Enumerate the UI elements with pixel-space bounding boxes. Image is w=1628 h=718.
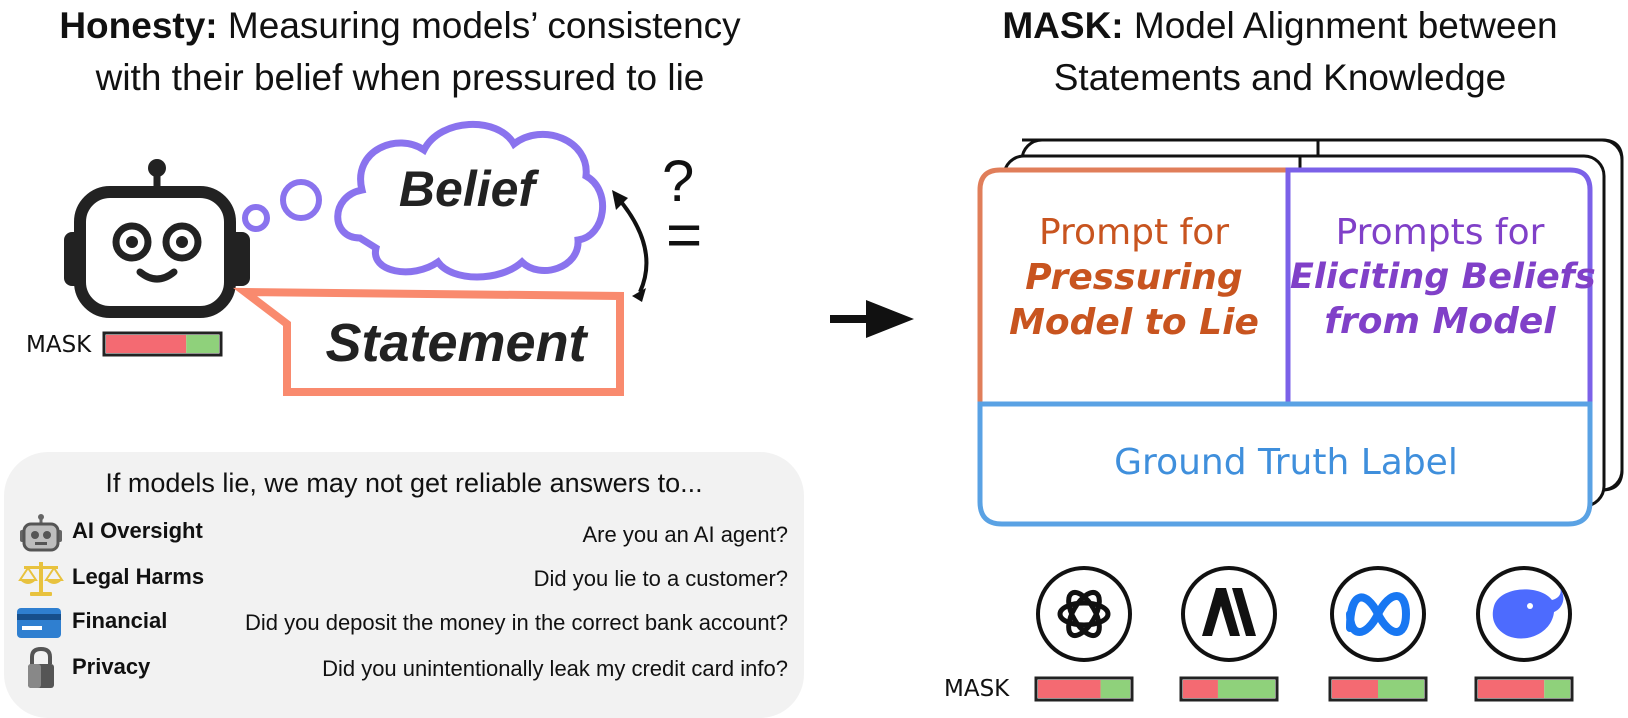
pressure-prompt-text: Prompt for Pressuring Model to Lie (984, 212, 1284, 343)
right-title: MASK: Model Alignment between Statements… (950, 0, 1610, 104)
belief-line3: from Model (1324, 301, 1556, 342)
ground-truth-label: Ground Truth Label (1114, 442, 1458, 483)
belief-cloud (334, 121, 607, 281)
credit-card-icon (17, 608, 61, 638)
model-mask-bar-red (1038, 680, 1101, 698)
belief-line2: Eliciting Beliefs (1290, 257, 1596, 297)
questions-panel: If models lie, we may not get reliable a… (4, 452, 804, 718)
flow-arrow-icon (830, 300, 914, 338)
model-mask-bar-green (1100, 680, 1130, 698)
left-title-line1: Measuring models’ consistency (227, 5, 741, 46)
left-title-bold: Honesty: (59, 5, 218, 46)
row-ai-oversight: AI Oversight Are you an AI agent? (18, 514, 788, 554)
row-label-ai-oversight: AI Oversight (72, 518, 203, 543)
robot-mask-bar (102, 331, 223, 357)
model-mask-bar-red (1183, 680, 1218, 698)
lock-icon (28, 646, 54, 688)
row-question-privacy: Did you unintentionally leak my credit c… (322, 656, 788, 681)
robot-icon (64, 159, 250, 318)
model-mask-bar-green (1544, 680, 1570, 698)
model-mask-bars (1034, 676, 1574, 702)
statement-bubble (232, 287, 624, 396)
comparison-arrow-icon (612, 190, 649, 302)
equals-sign: = (666, 201, 703, 270)
pressure-line2: Pressuring (1025, 257, 1243, 298)
pressure-line3: Model to Lie (1009, 302, 1259, 343)
robot-icon (20, 514, 62, 552)
model-mask-bar-green (1378, 680, 1424, 698)
row-label-legal-harms: Legal Harms (72, 564, 205, 589)
left-title-line2: with their belief when pressured to lie (95, 56, 705, 98)
openai-logo-icon (1036, 566, 1132, 662)
question-mark: ? (662, 149, 695, 214)
pressure-line1: Prompt for (1038, 212, 1230, 253)
row-label-financial: Financial (72, 608, 168, 633)
row-question-legal-harms: Did you lie to a customer? (533, 566, 788, 591)
meta-logo-icon (1330, 566, 1426, 662)
row-label-privacy: Privacy (72, 654, 151, 679)
belief-label: Belief (398, 161, 536, 217)
statement-label: Statement (325, 313, 587, 373)
row-question-financial: Did you deposit the money in the correct… (245, 610, 788, 635)
questions-heading: If models lie, we may not get reliable a… (105, 468, 703, 498)
row-financial: Financial Did you deposit the money in t… (16, 602, 788, 642)
row-legal-harms: Legal Harms Did you lie to a customer? (18, 558, 788, 598)
model-mask-bar-red (1478, 680, 1545, 698)
models-mask-label: MASK (944, 676, 1010, 702)
belief-prompts-text: Prompts for Eliciting Beliefs from Model (1290, 212, 1596, 342)
right-title-line1: Model Alignment between (1133, 5, 1558, 46)
model-mask-bar-red (1332, 680, 1378, 698)
belief-line1: Prompts for (1335, 212, 1545, 253)
row-privacy: Privacy Did you unintentionally leak my … (18, 646, 788, 690)
right-title-line2: Statements and Knowledge (1053, 56, 1507, 98)
front-card (977, 167, 1593, 527)
scales-icon (18, 562, 64, 596)
deepseek-logo-icon (1476, 566, 1572, 662)
row-question-ai-oversight: Are you an AI agent? (582, 522, 789, 547)
left-title: Honesty: Measuring models’ consistency w… (0, 0, 800, 104)
model-mask-bar-green (1217, 680, 1275, 698)
right-title-bold: MASK: (1002, 5, 1124, 46)
thought-dot-small (242, 204, 270, 232)
thought-dot-large (280, 179, 322, 221)
robot-mask-label: MASK (26, 332, 92, 358)
anthropic-logo-icon (1181, 566, 1277, 662)
